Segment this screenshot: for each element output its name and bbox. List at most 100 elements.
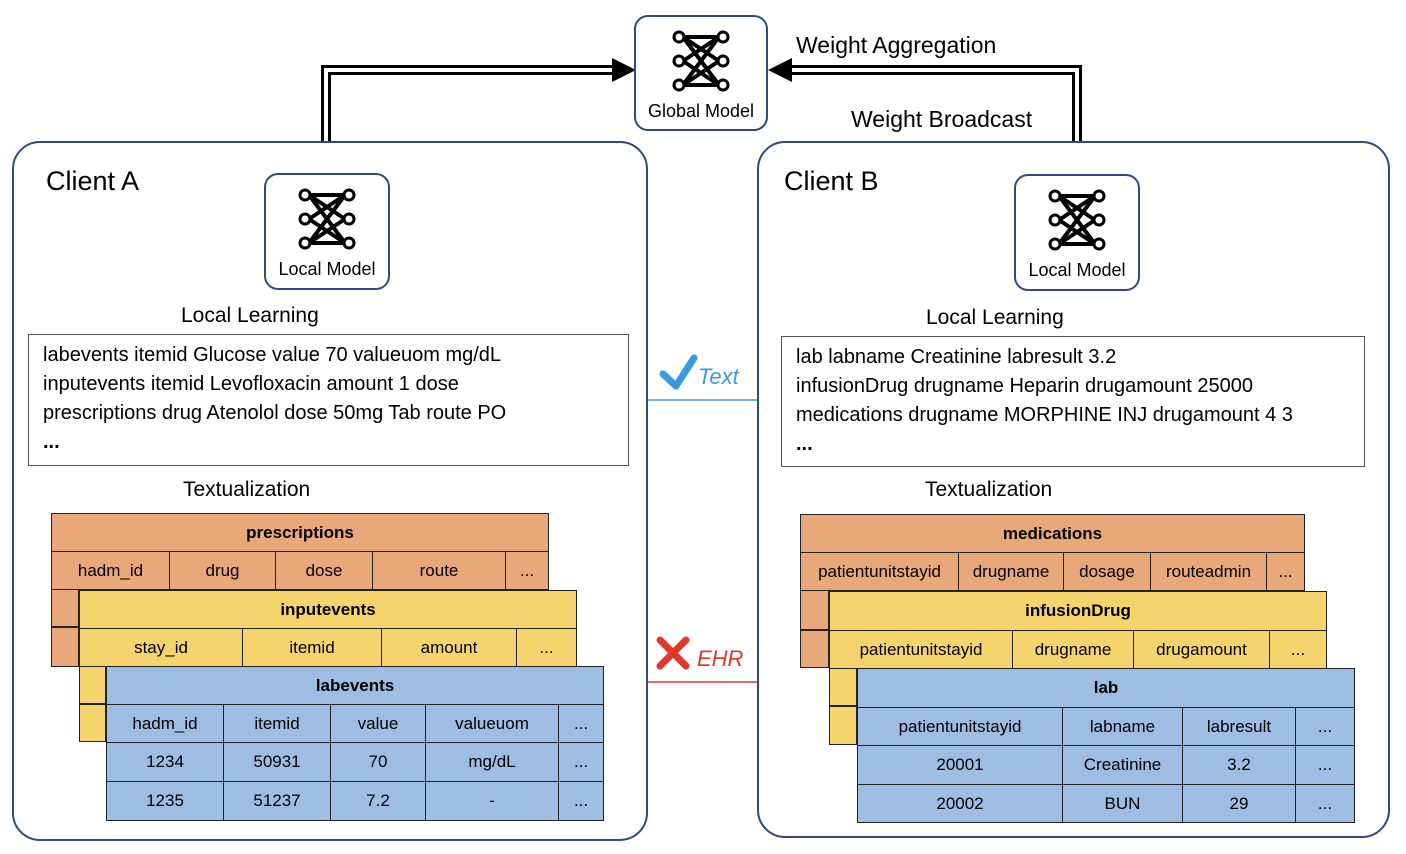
infusiondrug-stack-edge: [829, 706, 857, 745]
table-title: prescriptions: [50, 513, 550, 552]
text-line: ...: [43, 431, 60, 453]
client-a-textualization-label: Textualization: [183, 478, 311, 501]
ehr-share-label: EHR: [697, 646, 744, 671]
client-b-title: Client B: [784, 166, 879, 196]
column-header: itemid: [242, 628, 382, 667]
text-line: medications drugname MORPHINE INJ drugam…: [796, 404, 1293, 426]
global-model-label: Global Model: [647, 101, 755, 121]
client-a-local-model-box: Local Model: [264, 173, 390, 290]
table-cell: Creatinine: [1062, 745, 1183, 785]
check-icon: [659, 354, 698, 390]
client-a-text-box: labevents itemid Glucose value 70 valueu…: [28, 334, 629, 466]
client-a-local-learning-label: Local Learning: [181, 304, 319, 327]
client-b-text-box: lab labname Creatinine labresult 3.2 inf…: [781, 336, 1365, 467]
table-title: medications: [799, 514, 1306, 553]
column-header: patientunitstayid: [800, 552, 959, 591]
column-header: ...: [1295, 707, 1355, 746]
table-cell: ...: [1295, 784, 1355, 823]
client-b-textualization-label: Textualization: [925, 478, 1053, 501]
global-model-box: Global Model: [634, 15, 768, 131]
neural-network-icon: [298, 188, 356, 250]
column-header: drugname: [958, 552, 1064, 591]
column-header: route: [372, 551, 506, 590]
column-header: ...: [1265, 552, 1306, 591]
column-header: hadm_id: [51, 551, 170, 590]
column-header: valueuom: [425, 704, 559, 743]
neural-network-icon: [1048, 189, 1106, 251]
table-cell: 1235: [106, 781, 224, 821]
column-header: labname: [1062, 707, 1183, 746]
table-title: inputevents: [78, 590, 578, 629]
column-header: itemid: [223, 704, 331, 743]
column-header: amount: [381, 628, 517, 667]
table-title: infusionDrug: [828, 591, 1328, 631]
table-row: 1234 50931 70 mg/dL ...: [106, 742, 605, 782]
prescriptions-stack-edge: [51, 627, 79, 667]
inputevents-table: inputevents stay_id itemid amount ...: [78, 590, 578, 667]
column-header: ...: [504, 551, 550, 590]
column-header: ...: [1268, 630, 1328, 669]
table-cell: 1234: [106, 742, 224, 782]
neural-network-icon: [672, 30, 730, 92]
weight-aggregation-label: Weight Aggregation: [796, 32, 997, 58]
medications-table: medications patientunitstayid drugname d…: [799, 514, 1306, 591]
labevents-table: labevents hadm_id itemid value valueuom …: [105, 666, 605, 821]
column-header: labresult: [1182, 707, 1296, 746]
medications-stack-edge: [800, 590, 829, 630]
infusiondrug-table: infusionDrug patientunitstayid drugname …: [828, 591, 1328, 669]
prescriptions-stack-edge: [51, 589, 79, 627]
inputevents-stack-edge: [79, 666, 106, 704]
cross-icon: [656, 636, 690, 670]
table-cell: ...: [1295, 745, 1355, 785]
inputevents-stack-edge: [79, 704, 106, 742]
table-row: 1235 51237 7.2 - ...: [106, 781, 605, 821]
column-header: dosage: [1063, 552, 1151, 591]
client-b-local-model-label: Local Model: [1028, 260, 1126, 280]
table-cell: 20001: [857, 745, 1063, 785]
client-b-local-learning-label: Local Learning: [926, 306, 1064, 329]
column-header: value: [330, 704, 426, 743]
column-header: patientunitstayid: [829, 630, 1013, 669]
column-header: routeadmin: [1150, 552, 1267, 591]
medications-stack-edge: [800, 630, 829, 668]
text-line: infusionDrug drugname Heparin drugamount…: [796, 375, 1253, 397]
lab-table: lab patientunitstayid labname labresult …: [857, 668, 1355, 823]
text-line: inputevents itemid Levofloxacin amount 1…: [43, 373, 459, 395]
table-cell: ...: [557, 742, 605, 782]
column-header: patientunitstayid: [857, 707, 1063, 746]
column-header: hadm_id: [106, 704, 224, 743]
column-header: drug: [169, 551, 276, 590]
table-cell: 7.2: [330, 781, 426, 821]
table-row: 20002 BUN 29 ...: [857, 784, 1355, 823]
table-cell: ...: [557, 781, 605, 821]
table-cell: 3.2: [1182, 745, 1296, 785]
column-header: ...: [515, 628, 578, 667]
table-cell: 20002: [857, 784, 1063, 823]
prescriptions-table: prescriptions hadm_id drug dose route ..…: [50, 513, 550, 590]
text-line: labevents itemid Glucose value 70 valueu…: [43, 344, 502, 366]
client-a-local-model-label: Local Model: [278, 259, 376, 279]
table-cell: 29: [1182, 784, 1296, 823]
table-cell: BUN: [1062, 784, 1183, 823]
weight-broadcast-label: Weight Broadcast: [851, 106, 1033, 132]
client-b-local-model-box: Local Model: [1014, 174, 1140, 291]
text-share-label: Text: [698, 364, 739, 389]
table-row: 20001 Creatinine 3.2 ...: [857, 745, 1355, 785]
table-title: labevents: [105, 666, 605, 705]
column-header: ...: [557, 704, 605, 743]
table-cell: mg/dL: [425, 742, 559, 782]
column-header: dose: [275, 551, 373, 590]
table-cell: 70: [330, 742, 426, 782]
infusiondrug-stack-edge: [829, 668, 857, 706]
table-cell: 51237: [223, 781, 331, 821]
table-cell: -: [425, 781, 559, 821]
column-header: drugname: [1012, 630, 1134, 669]
text-line: lab labname Creatinine labresult 3.2: [796, 346, 1117, 368]
client-a-title: Client A: [46, 166, 140, 196]
text-line: prescriptions drug Atenolol dose 50mg Ta…: [43, 402, 507, 424]
column-header: stay_id: [79, 628, 243, 667]
text-line: ...: [796, 433, 813, 455]
column-header: drugamount: [1133, 630, 1270, 669]
table-cell: 50931: [223, 742, 331, 782]
table-title: lab: [857, 668, 1355, 708]
